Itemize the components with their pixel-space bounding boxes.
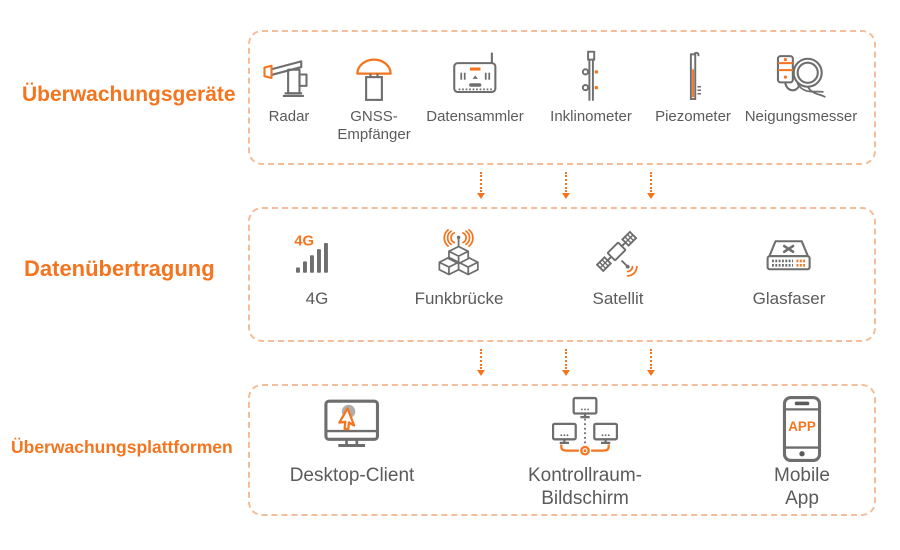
radio-bridge-icon bbox=[438, 229, 480, 276]
down-arrow-icon bbox=[647, 172, 655, 199]
platform-label: Mobile App bbox=[774, 465, 830, 510]
svg-text:4G: 4G bbox=[294, 234, 314, 250]
radar-icon bbox=[263, 60, 308, 97]
device-radar: Radar bbox=[261, 50, 317, 126]
device-piezometer: Piezometer bbox=[655, 50, 731, 126]
device-label: Neigungsmesser bbox=[744, 108, 858, 125]
platforms-group-box: Desktop-Client bbox=[248, 384, 876, 516]
platform-mobile-app: APP Mobile App bbox=[766, 396, 838, 510]
transmission-4g: 4G 4G bbox=[289, 229, 345, 310]
device-label: GNSS-Empfänger bbox=[337, 108, 411, 144]
data-logger-icon bbox=[452, 52, 497, 94]
platform-control-room: Kontrollraum-Bildschirm bbox=[510, 396, 660, 510]
transmission-label: Satellit bbox=[592, 289, 644, 308]
section-label-platforms: Überwachungsplattformen bbox=[11, 437, 233, 457]
down-arrow-icon bbox=[477, 349, 485, 376]
down-arrow-icon bbox=[647, 349, 655, 376]
satellite-icon bbox=[595, 230, 638, 277]
4g-signal-icon: 4G bbox=[294, 234, 328, 273]
transmission-satellite: Satellit bbox=[590, 229, 646, 310]
device-label: Datensammler bbox=[426, 108, 524, 125]
desktop-client-icon bbox=[324, 399, 380, 448]
tilt-sensor-icon bbox=[777, 55, 827, 98]
platform-label: Kontrollraum-Bildschirm bbox=[527, 465, 643, 510]
device-label: Inklinometer bbox=[550, 108, 632, 125]
section-label-transmission: Datenübertragung bbox=[24, 256, 215, 281]
transmission-group-box: 4G 4G bbox=[248, 207, 876, 342]
gnss-receiver-icon bbox=[356, 58, 392, 101]
transmission-label: 4G bbox=[305, 289, 329, 308]
down-arrow-icon bbox=[562, 349, 570, 376]
transmission-radio-bridge: Funkbrücke bbox=[414, 229, 504, 310]
device-label: Piezometer bbox=[655, 108, 731, 125]
transmission-fiber: Glasfaser bbox=[752, 229, 826, 310]
fiber-switch-icon bbox=[766, 240, 812, 271]
platform-label: Desktop-Client bbox=[289, 465, 415, 486]
inclinometer-icon bbox=[581, 50, 598, 101]
svg-text:APP: APP bbox=[788, 419, 816, 434]
transmission-label: Glasfaser bbox=[752, 289, 826, 308]
mobile-app-icon: APP bbox=[782, 396, 822, 462]
control-room-screens-icon bbox=[552, 396, 618, 456]
device-inclinometer: Inklinometer bbox=[550, 50, 632, 126]
platform-desktop-client: Desktop-Client bbox=[289, 396, 415, 487]
transmission-label: Funkbrücke bbox=[414, 289, 504, 308]
device-label: Radar bbox=[268, 108, 310, 125]
down-arrow-icon bbox=[477, 172, 485, 199]
section-label-devices: Überwachungsgeräte bbox=[22, 83, 236, 106]
devices-group-box: Radar GNSS-Empfänger bbox=[248, 30, 876, 165]
piezometer-icon bbox=[689, 51, 701, 100]
down-arrow-icon bbox=[562, 172, 570, 199]
device-tiltmeter: Neigungsmesser bbox=[744, 50, 858, 126]
device-datalogger: Datensammler bbox=[426, 50, 524, 126]
device-gnss: GNSS-Empfänger bbox=[332, 50, 416, 145]
